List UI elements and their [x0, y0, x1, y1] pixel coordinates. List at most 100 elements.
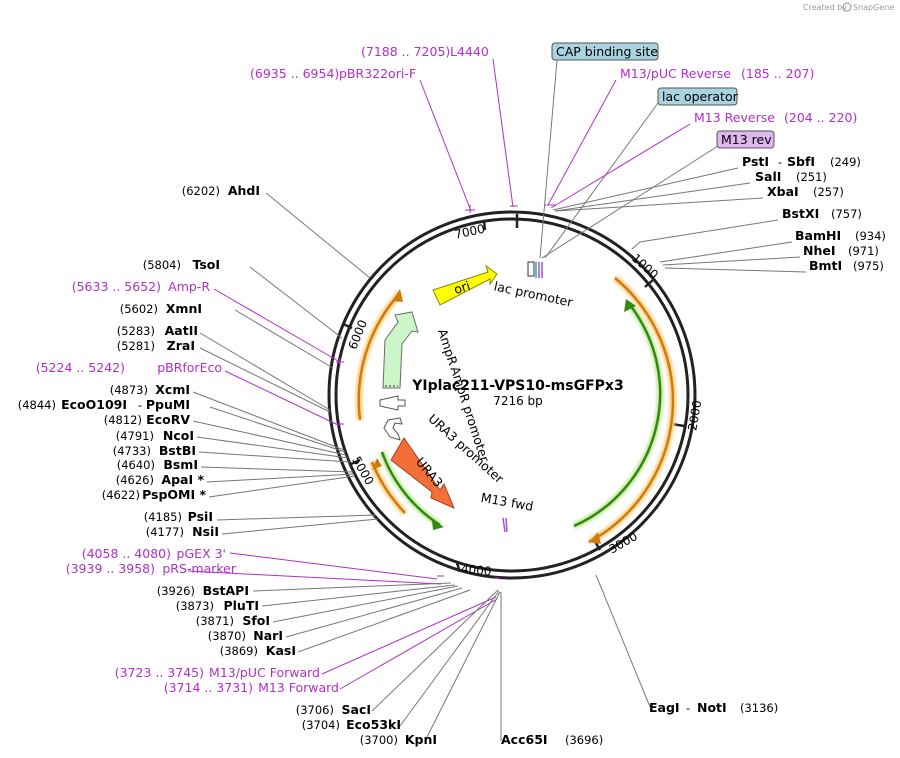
primer-prs-marker: (3939 .. 3958) pRS-marker: [66, 561, 237, 576]
ampr-label: AmpR: [435, 327, 461, 367]
enzyme-name: EcoRV: [146, 412, 190, 427]
primer-pbr322ori-f: (6935 .. 6954) pBR322ori-F: [250, 66, 416, 81]
enzyme-name: TsoI: [192, 257, 220, 272]
site-eagi-noti: EagI - NotI (3136): [649, 700, 778, 715]
primer-range: (6935 .. 6954): [250, 66, 339, 81]
site-position: (934): [855, 229, 886, 243]
site-tsoi: (5804) TsoI: [143, 257, 220, 272]
enzyme-name: XbaI: [767, 184, 799, 199]
site-position: (3706): [296, 703, 334, 717]
enzyme-name: EcoO109I: [61, 397, 127, 412]
site-psii: (4185) PsiI: [144, 509, 213, 524]
site-saci: (3706) SacI: [296, 702, 371, 717]
enzyme-name: EagI: [649, 700, 680, 715]
site-ecoo109i-ppumi: (4844) EcoO109I - PpuMI: [18, 397, 190, 412]
enzyme-name: SalI: [755, 169, 781, 184]
primer-name: pBRforEco: [157, 360, 222, 375]
site-position: (4177): [146, 525, 184, 539]
site-eco53ki: (3704) Eco53kI: [302, 717, 401, 732]
primer-name: M13 Reverse: [694, 110, 775, 125]
site-position: (3136): [740, 701, 778, 715]
separator: -: [138, 398, 142, 412]
tick-label-2000: 2000: [685, 399, 704, 432]
site-position: (4791): [116, 429, 154, 443]
enzyme-name: SacI: [342, 702, 372, 717]
lac-promoter-feature: lac promoter: [493, 261, 575, 310]
site-zrai: (5281) ZraI: [117, 338, 195, 353]
site-position: (5283): [117, 324, 155, 338]
site-position: (4844): [18, 398, 56, 412]
enzyme-name: PspOMI *: [142, 487, 206, 502]
primer-name: pRS-marker: [162, 561, 237, 576]
enzyme-name: XmnI: [166, 301, 202, 316]
site-position: (4733): [113, 444, 151, 458]
cap-binding-site-label: CAP binding site: [556, 44, 658, 59]
site-position: (3696): [565, 733, 603, 747]
enzyme-name: NarI: [253, 628, 283, 643]
site-aatii: (5283) AatII: [117, 323, 198, 338]
snapgene-brand-text: SnapGene: [853, 3, 894, 12]
site-position: (5281): [117, 339, 155, 353]
primer-range: (3714 .. 3731): [164, 680, 253, 695]
site-nari: (3870) NarI: [208, 628, 283, 643]
site-bsmi: (4640) BsmI: [117, 457, 198, 472]
site-position: (257): [813, 185, 844, 199]
enzyme-name: BstAPI: [203, 583, 249, 598]
site-psti-sbfi: PstI - SbfI (249): [742, 154, 861, 169]
site-bstapi: (3926) BstAPI: [157, 583, 249, 598]
site-position: (4626): [116, 473, 154, 487]
site-bmti: BmtI (975): [809, 258, 884, 273]
primer-name: M13/pUC Reverse: [620, 66, 731, 81]
primer-m13-forward: (3714 .. 3731) M13 Forward: [164, 680, 339, 695]
enzyme-name: SfoI: [242, 613, 270, 628]
enzyme-name: Eco53kI: [346, 717, 401, 732]
primer-name: pBR322ori-F: [339, 66, 416, 81]
primer-range: (3723 .. 3745): [115, 665, 204, 680]
enzyme-name: PluTI: [223, 598, 259, 613]
site-position: (5804): [143, 258, 181, 272]
site-ncoi: (4791) NcoI: [116, 428, 194, 443]
site-position: (3704): [302, 718, 340, 732]
created-by-text: Created by: [803, 3, 847, 12]
site-position: (4185): [144, 510, 182, 524]
enzyme-name: NsiI: [192, 524, 219, 539]
ori-feature: ori: [432, 264, 498, 306]
enzyme-name: BmtI: [809, 258, 842, 273]
enzyme-name: BstBI: [159, 443, 196, 458]
orange-arc-left-top: [355, 289, 403, 421]
backbone: [327, 210, 697, 580]
enzyme-name: Acc65I: [501, 732, 548, 747]
site-position: (3700): [360, 733, 398, 747]
separator: -: [686, 701, 690, 715]
enzyme-name: ZraI: [167, 338, 195, 353]
boxed-m13-rev: M13 rev: [716, 130, 775, 149]
primer-name: Amp-R: [168, 279, 210, 294]
primer-range: (185 .. 207): [741, 66, 814, 81]
site-pspomi: (4622) PspOMI *: [102, 487, 207, 502]
primer-amp-r: (5633 .. 5652) Amp-R: [72, 279, 211, 294]
enzyme-name: NheI: [803, 243, 836, 258]
enzyme-name: NcoI: [163, 428, 194, 443]
enzyme-name-2: SbfI: [787, 154, 815, 169]
primer-m13-reverse: M13 Reverse (204 .. 220): [694, 110, 857, 125]
primer-pgex-3: (4058 .. 4080) pGEX 3': [82, 546, 226, 561]
primer-name: pGEX 3': [177, 546, 226, 561]
plasmid-name: YIplac211-VPS10-msGFPx3: [411, 378, 623, 394]
site-sfoi: (3871) SfoI: [196, 613, 270, 628]
site-position: (3871): [196, 614, 234, 628]
leader-lines-left: [187, 192, 651, 742]
site-xmni: (5602) XmnI: [120, 301, 202, 316]
m13-fwd-feature: M13 fwd: [480, 490, 535, 533]
site-position: (249): [830, 155, 861, 169]
site-bstxi: BstXI (757): [782, 206, 862, 221]
site-ecorv: (4812) EcoRV: [104, 412, 191, 427]
site-position: (4812): [104, 413, 142, 427]
orange-arc-right: [587, 275, 677, 546]
green-arc-right: [572, 299, 664, 530]
tick-label-4000: 4000: [460, 562, 492, 579]
tick-marks: [342, 214, 685, 573]
primer-name: M13 Forward: [258, 680, 339, 695]
boxed-cap-binding-site: CAP binding site: [551, 42, 659, 61]
snapgene-logo-icon: [842, 2, 852, 12]
